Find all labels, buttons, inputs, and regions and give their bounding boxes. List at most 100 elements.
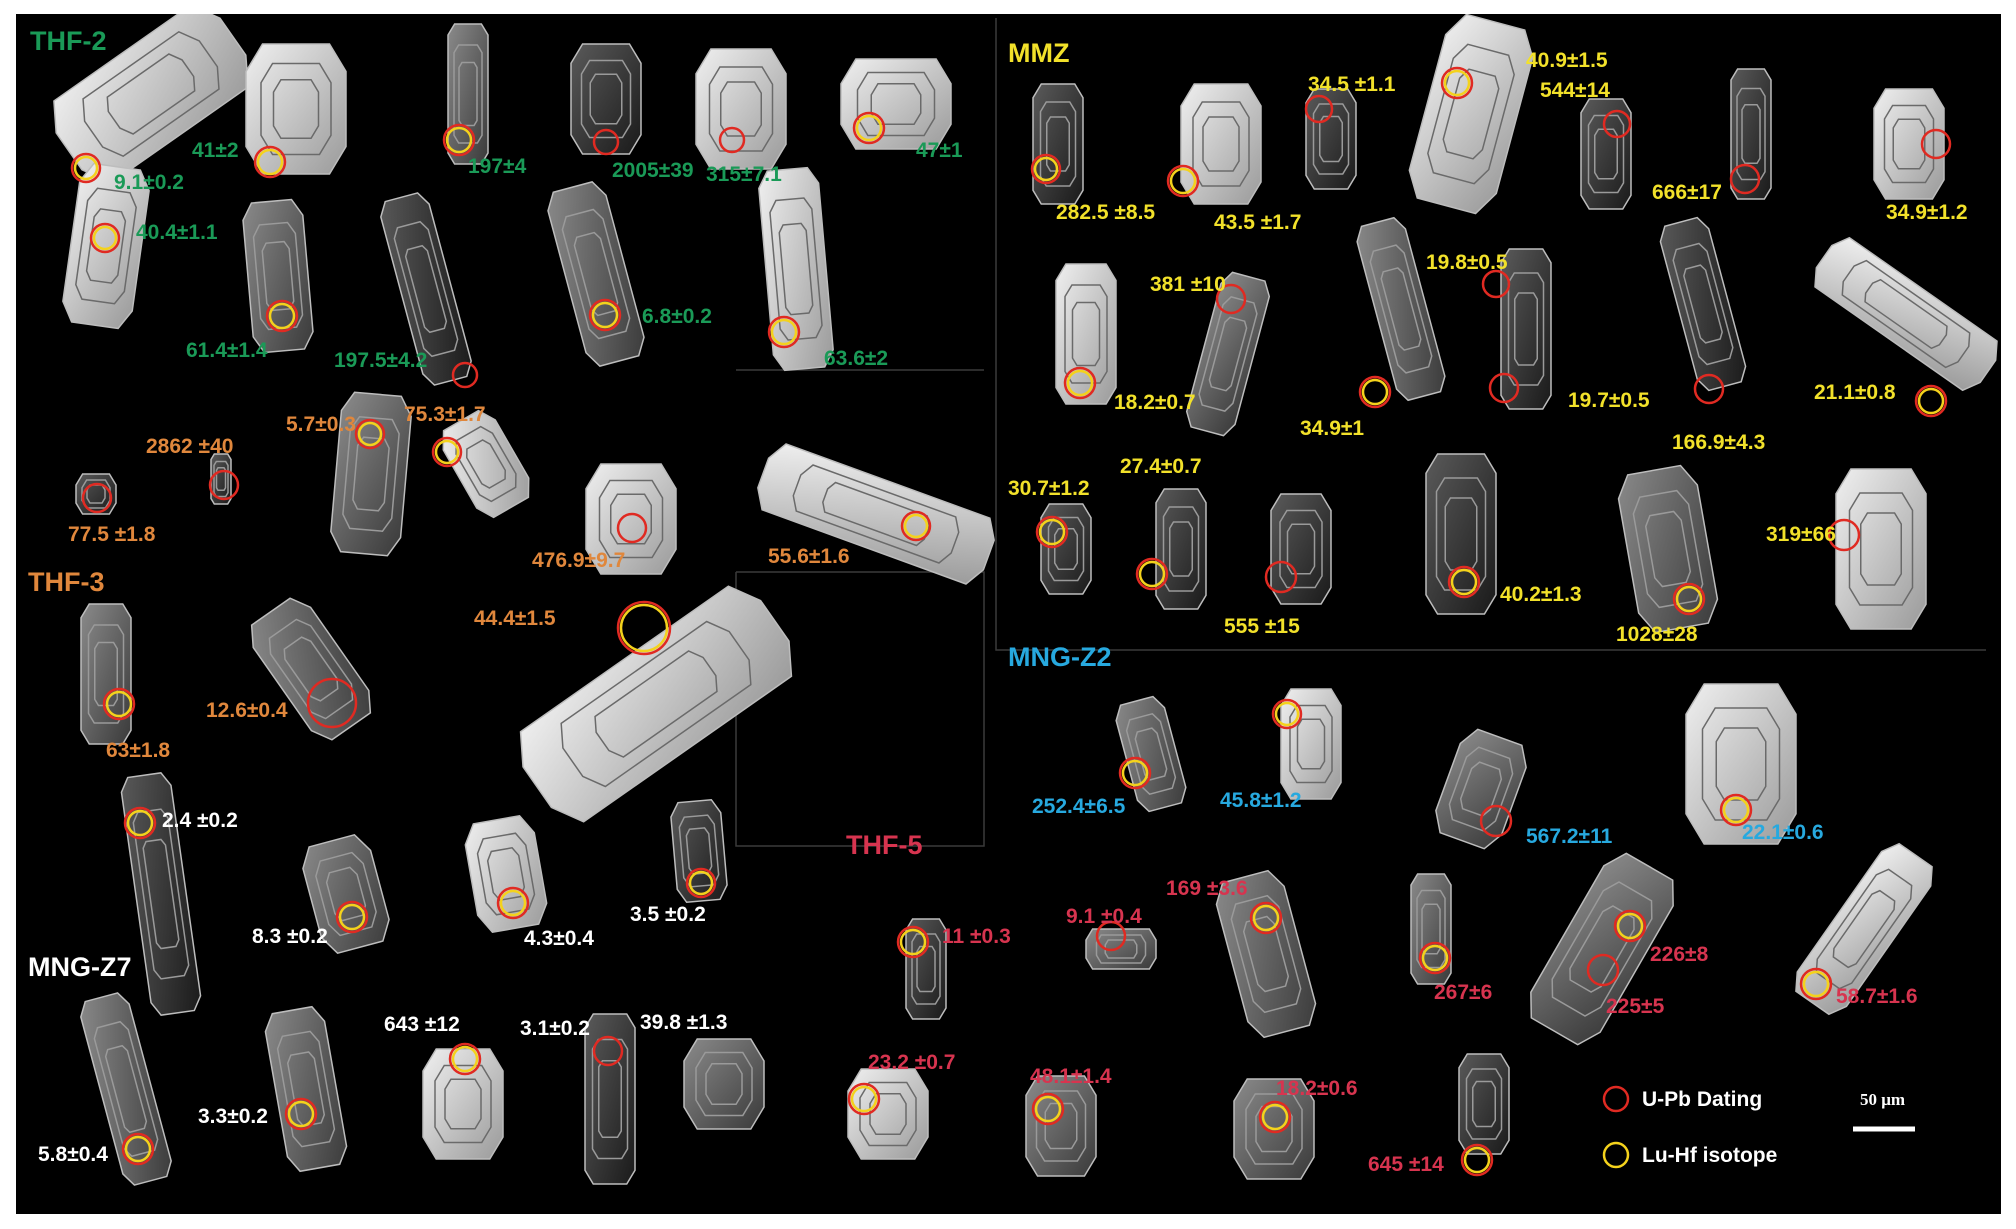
upb-spot-ring <box>1271 698 1303 730</box>
zircon-grain <box>264 1005 348 1173</box>
zircon-zoning <box>404 244 448 334</box>
upb-spot-ring <box>1920 128 1952 160</box>
upb-spot-ring <box>1693 373 1725 405</box>
upb-spot-ring <box>1827 518 1861 552</box>
zircon-outline <box>1685 683 1797 845</box>
zircon-zoning <box>1736 87 1766 181</box>
zircon-zoning <box>215 467 227 491</box>
zircon-outline <box>1155 488 1207 610</box>
zircon-grain <box>1032 83 1084 205</box>
zircon-outline <box>547 181 645 367</box>
zircon-zoning <box>1632 489 1704 609</box>
zircon-outline <box>519 585 793 823</box>
luhf-spot-ring <box>1138 560 1166 588</box>
zircon-grain <box>62 162 150 330</box>
zircon-zoning <box>869 1093 907 1135</box>
zircon-grain <box>302 833 390 955</box>
upb-legend-circle <box>1602 1085 1630 1113</box>
luhf-spot-ring <box>499 889 527 917</box>
zircon-zoning <box>1444 497 1478 571</box>
age-label: 197±4 <box>468 155 527 178</box>
zircon-zoning <box>276 1030 336 1148</box>
upb-spot-ring <box>1488 372 1520 404</box>
zircon-zoning <box>695 1051 753 1117</box>
upb-spot-ring <box>102 687 136 721</box>
upb-spot-ring <box>1258 1100 1292 1134</box>
luhf-spot-ring <box>92 225 118 251</box>
zircon-zoning <box>1286 523 1316 575</box>
zircon-grain <box>380 192 472 386</box>
age-label: 3.1±0.2 <box>520 1017 590 1040</box>
zircon-grain <box>683 1038 765 1130</box>
zircon-zoning <box>720 81 762 137</box>
zircon-grain <box>1795 842 1933 1016</box>
zircon-grain <box>1270 493 1332 605</box>
zircon-grain <box>1659 216 1747 392</box>
zircon-zoning <box>1442 68 1500 160</box>
zircon-grain <box>245 43 347 175</box>
upb-spot-ring <box>1030 153 1062 185</box>
zircon-zoning <box>1380 267 1422 351</box>
zircon-grain <box>1814 236 1998 392</box>
zircon-outline <box>1040 503 1092 595</box>
upb-spot-ring <box>1249 901 1283 935</box>
upb-spot-ring <box>1479 804 1513 838</box>
zircon-grain <box>1305 88 1357 190</box>
zircon-zoning <box>1369 244 1433 374</box>
upb-spot-ring <box>718 126 746 154</box>
upb-spot-ring <box>1135 557 1169 591</box>
age-label: 6.8±0.2 <box>642 305 712 328</box>
zircon-grain <box>1408 14 1534 215</box>
upb-spot-ring <box>1613 909 1647 943</box>
luhf-spot-ring <box>256 148 284 176</box>
zircon-outline <box>1795 842 1933 1016</box>
zircon-outline <box>584 1013 636 1185</box>
zircon-grain <box>442 409 530 519</box>
zircon-zoning <box>342 415 400 533</box>
age-label: 63.6±2 <box>824 347 889 370</box>
zircon-grain <box>447 23 489 165</box>
zircon-zoning <box>82 30 220 158</box>
luhf-spot-ring <box>899 928 927 956</box>
luhf-spot-ring <box>1802 970 1830 998</box>
zircon-zoning <box>1169 521 1193 577</box>
zircon-zoning <box>1125 712 1177 796</box>
zircon-outline <box>585 463 677 575</box>
age-label: 43.5 ±1.7 <box>1214 211 1302 234</box>
zircon-zoning <box>1435 477 1487 591</box>
age-label: 45.8±1.2 <box>1220 789 1302 812</box>
upb-spot-ring <box>1672 582 1706 616</box>
zircon-zoning <box>859 1081 917 1147</box>
zircon-outline <box>1215 869 1317 1039</box>
upb-spot-ring <box>1358 375 1392 409</box>
zircon-outline <box>905 918 947 1020</box>
zircon-zoning <box>272 79 320 139</box>
luhf-spot-ring <box>1421 944 1449 972</box>
cl-image-plate: THF-2 MMZ THF-3 MNG-Z2 THF-5 MNG-Z7 9.1±… <box>16 14 2001 1214</box>
age-label: 4.3±0.4 <box>524 927 594 950</box>
zircon-zoning <box>1472 1080 1496 1128</box>
zircon-zoning <box>561 208 631 340</box>
group-title-mngz7: MNG-Z7 <box>28 952 132 982</box>
age-label: 5.7±0.3 <box>286 413 356 436</box>
zircon-grain <box>1435 728 1527 850</box>
zircon-zoning <box>1202 116 1240 172</box>
zircon-zoning <box>1416 889 1446 969</box>
zircon-outline <box>1458 1053 1510 1155</box>
zircon-zoning <box>104 1044 148 1134</box>
age-label: 30.7±1.2 <box>1008 477 1090 500</box>
zircon-zoning <box>1047 516 1085 582</box>
zircon-grain <box>1356 216 1446 402</box>
zircon-outline <box>250 597 372 741</box>
zircon-zoning <box>434 1064 492 1144</box>
zircon-grain <box>80 603 132 745</box>
zircon-outline <box>1115 695 1187 813</box>
age-label: 315±7.1 <box>706 163 782 186</box>
upb-spot-ring <box>852 111 886 145</box>
zircon-zoning <box>1245 1093 1303 1165</box>
zircon-zoning <box>1427 43 1515 185</box>
zircon-outline <box>1305 88 1357 190</box>
zircon-zoning <box>1832 889 1896 969</box>
zircon-grain <box>250 597 372 741</box>
upb-spot-ring <box>1914 384 1948 418</box>
